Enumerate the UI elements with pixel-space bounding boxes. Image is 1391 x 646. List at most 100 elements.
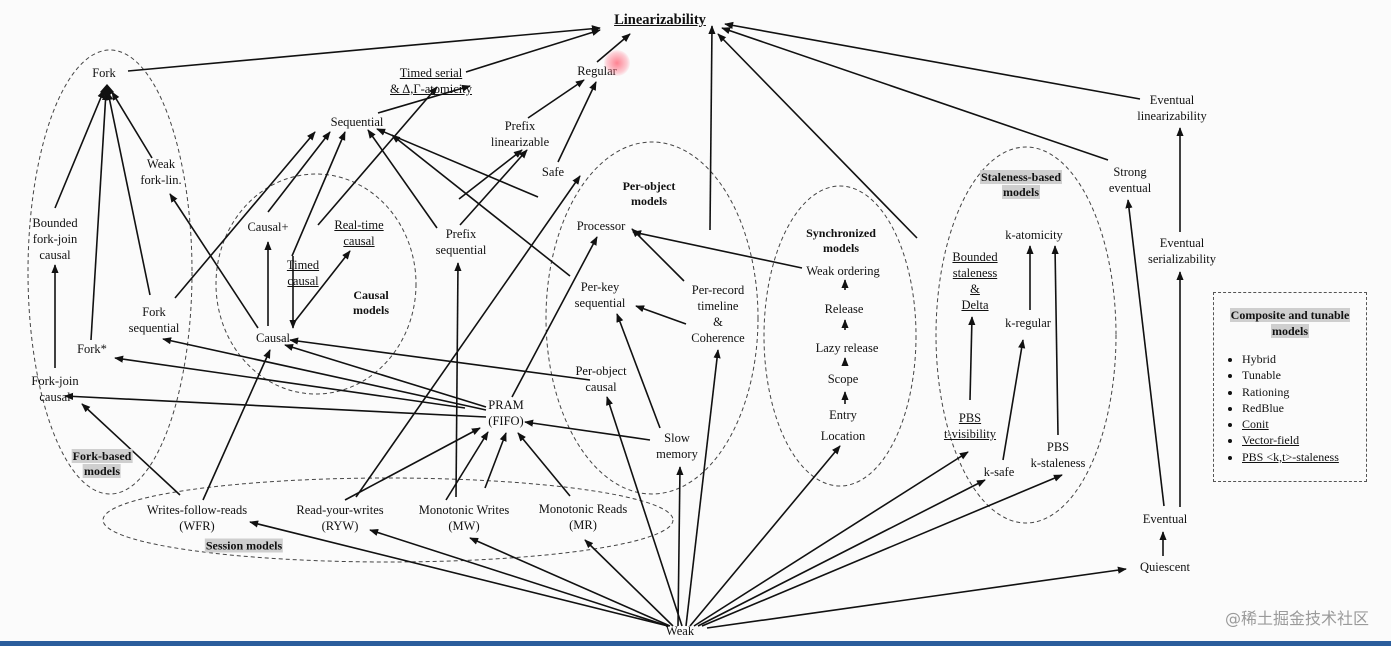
legend-item: Rationing (1242, 384, 1366, 400)
edge-arrow (376, 128, 539, 198)
edge-arrow (606, 396, 683, 627)
title-linearizability: Linearizability (614, 12, 706, 28)
edge-arrow (465, 28, 601, 73)
node-pbs-kstale-2: k-staleness (1030, 456, 1086, 470)
edge-arrow (1051, 245, 1059, 436)
node-fork-join-1: Fork-join (31, 374, 79, 388)
fork-join-diamond (100, 84, 114, 97)
edge-arrow (64, 392, 487, 418)
node-ryw-1: Read-your-writes (296, 503, 384, 517)
node-safe: Safe (541, 165, 565, 179)
edge-arrow (111, 91, 153, 159)
edge-arrow (584, 539, 674, 627)
node-scope: Scope (827, 372, 859, 386)
node-processor: Processor (576, 219, 626, 233)
node-fork: Fork (92, 66, 116, 80)
edge-arrow (355, 175, 581, 498)
bottom-bar (0, 641, 1391, 646)
node-pram-1: PRAM (488, 398, 524, 412)
node-eventual-lin-1: Eventual (1149, 93, 1195, 107)
edge-arrow (367, 129, 438, 229)
edge-arrow (249, 520, 669, 627)
node-k-regular: k-regular (1005, 316, 1051, 330)
edge-arrow (445, 431, 489, 501)
edge-arrow (484, 432, 507, 489)
edge-arrow (632, 230, 803, 269)
edge-arrow (54, 89, 105, 209)
node-timed-serial-2: & Δ,Γ-atomicity (390, 82, 472, 96)
node-timed-causal-2: causal (287, 274, 319, 288)
node-pbs-kstale-1: PBS (1046, 440, 1070, 454)
edge-arrow (267, 131, 331, 213)
node-per-record-3: & (713, 315, 723, 329)
edge-arrow (127, 25, 601, 72)
edge-arrow (527, 79, 585, 119)
node-k-safe: k-safe (983, 465, 1015, 479)
edge-arrow (616, 313, 661, 429)
node-k-atomicity: k-atomicity (1005, 228, 1063, 242)
node-timed-causal-1: Timed (286, 258, 320, 272)
edge-arrow (1125, 199, 1165, 507)
node-bounded-stale-4: Delta (961, 298, 989, 312)
edge-arrow (706, 566, 1127, 629)
legend-list: Hybrid Tunable Rationing RedBlue Conit V… (1214, 351, 1366, 465)
node-slow-1: Slow (664, 431, 690, 445)
per-object-ellipse (545, 141, 759, 495)
node-sequential: Sequential (330, 115, 384, 129)
legend-item: Tunable (1242, 367, 1366, 383)
session-ellipse (102, 477, 674, 563)
edge-arrow (317, 86, 438, 226)
node-bounded-fj-2: fork-join (32, 232, 78, 246)
node-realtime-causal-1: Real-time (334, 218, 384, 232)
edge-arrow (717, 33, 918, 239)
synchronized-ellipse (763, 185, 917, 487)
node-pbs-tvis-2: t-visibility (943, 427, 997, 441)
node-timed-serial-1: Timed serial (399, 66, 463, 80)
edge-arrow (459, 149, 528, 226)
edge-arrow (454, 262, 462, 498)
edge-arrow (291, 250, 351, 326)
node-bounded-fj-3: causal (39, 248, 71, 262)
node-causal-plus: Causal+ (247, 220, 289, 234)
node-per-key-1: Per-key (580, 280, 620, 294)
node-fork-seq-2: sequential (128, 321, 180, 335)
group-ellipses (27, 49, 1117, 563)
edge-arrow (701, 474, 1063, 627)
node-eventual-lin-2: linearizability (1137, 109, 1207, 123)
legend-item: Hybrid (1242, 351, 1366, 367)
node-per-object-causal-2: causal (585, 380, 617, 394)
node-release: Release (824, 302, 864, 316)
node-prefix-lin-2: linearizable (490, 135, 550, 149)
node-weak-fork-1: Weak (146, 157, 176, 171)
node-quiescent: Quiescent (1140, 560, 1190, 574)
node-per-record-2: timeline (697, 299, 739, 313)
edge-arrow (369, 529, 669, 627)
node-wfr-2: (WFR) (179, 519, 215, 533)
edge-arrow (635, 305, 687, 325)
edge-arrow (114, 355, 466, 409)
edge-arrow (106, 91, 151, 296)
node-weak: Weak (665, 624, 695, 638)
edge-arrow (721, 27, 1109, 161)
edge-arrow (1002, 339, 1026, 461)
legend-item: Conit (1242, 416, 1366, 432)
node-bounded-stale-3: & (970, 282, 980, 296)
node-bounded-stale-2: staleness (952, 266, 998, 280)
node-entry: Entry (829, 408, 857, 422)
edge-arrow (517, 432, 571, 497)
edge-arrow (162, 337, 487, 411)
node-eventual-ser-2: serializability (1147, 252, 1217, 266)
node-pram-2: (FIFO) (488, 414, 524, 428)
legend-item: RedBlue (1242, 400, 1366, 416)
edge-arrow (344, 427, 481, 501)
pointer-highlight-icon (604, 50, 630, 76)
edges (51, 21, 1184, 629)
node-causal: Causal (255, 331, 291, 345)
node-prefix-seq-2: sequential (435, 243, 487, 257)
edge-arrow (676, 466, 684, 627)
node-fork-join-2: causal (39, 390, 71, 404)
